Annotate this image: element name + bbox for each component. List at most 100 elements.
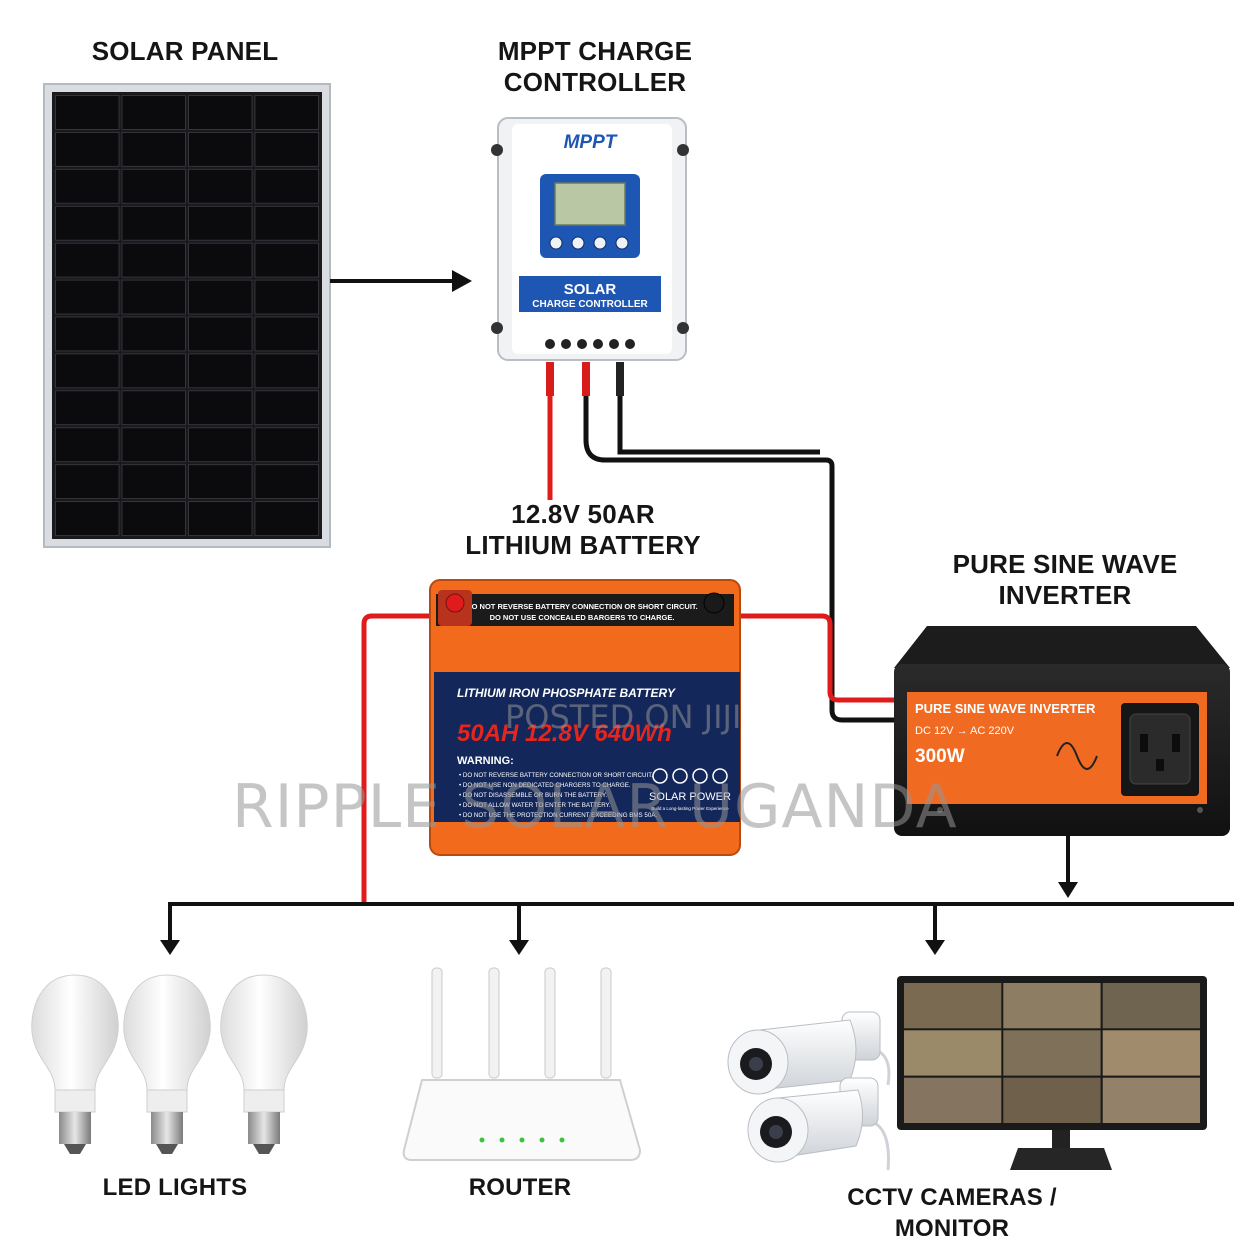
mppt-label-line1: MPPT CHARGE xyxy=(497,36,693,66)
battery-type: LITHIUM IRON PHOSPHATE BATTERY xyxy=(457,686,676,700)
camera-feed-tile xyxy=(1102,983,1200,1029)
solar-panel-label: SOLAR PANEL xyxy=(91,36,279,66)
battery-top-warning-1: DO NOT REVERSE BATTERY CONNECTION OR SHO… xyxy=(466,602,698,611)
camera-feed-tile xyxy=(1102,1077,1200,1123)
solar-cell xyxy=(121,464,186,500)
cctv-camera xyxy=(727,1011,891,1095)
panel-to-controller-arrow xyxy=(330,270,472,292)
solar-cell xyxy=(188,501,253,536)
solar-cell xyxy=(254,353,319,389)
solar-cell xyxy=(121,205,186,241)
battery-warning-4: • DO NOT ALLOW WATER TO ENTER THE BATTER… xyxy=(459,802,611,809)
solar-cell xyxy=(55,390,120,426)
controller-subtitle: CHARGE CONTROLLER xyxy=(532,299,648,310)
solar-cell xyxy=(55,95,120,130)
solar-cell xyxy=(254,390,319,426)
inverter-output-arrow xyxy=(1058,882,1078,898)
solar-cell xyxy=(254,168,319,204)
battery-warning-title: WARNING: xyxy=(457,755,514,767)
solar-cell xyxy=(55,131,120,167)
positive-terminal xyxy=(445,593,465,613)
led-bulb xyxy=(220,974,308,1154)
camera-feed-tile xyxy=(1102,1030,1200,1076)
sine-wave-icon xyxy=(1056,742,1098,770)
camera-feed-tile xyxy=(1003,983,1101,1029)
solar-cell xyxy=(188,316,253,352)
solar-cell xyxy=(55,464,120,500)
camera-feeds xyxy=(904,983,1200,1123)
battery-warning-2: • DO NOT USE NON DEDICATED CHARGERS TO C… xyxy=(459,782,631,789)
camera-feed-tile xyxy=(904,1030,1002,1076)
controller-terminals xyxy=(545,339,635,349)
controller-title: SOLAR xyxy=(564,281,617,298)
inverter-power: 300W xyxy=(915,746,965,767)
solar-cell xyxy=(188,464,253,500)
solar-cell xyxy=(55,242,120,278)
battery-label xyxy=(434,672,740,822)
pure-sine-wave-inverter: PURE SINE WAVE INVERTER DC 12V → AC 220V… xyxy=(894,626,1230,836)
battery-spec: 50AH 12.8V 640Wh xyxy=(457,720,672,747)
solar-cell xyxy=(188,95,253,130)
solar-cell xyxy=(55,168,120,204)
solar-cell xyxy=(55,205,120,241)
led-lights-label: LED LIGHTS xyxy=(102,1174,248,1201)
camera-feed-tile xyxy=(1003,1030,1101,1076)
battery-top-warning-2: DO NOT USE CONCEALED BARGERS TO CHARGE. xyxy=(490,613,675,622)
solar-cell xyxy=(254,316,319,352)
battery-warning-3: • DO NOT DISASSEMBLE OR BURN THE BATTERY… xyxy=(459,792,607,799)
controller-cables xyxy=(546,362,905,723)
lithium-battery: DO NOT REVERSE BATTERY CONNECTION OR SHO… xyxy=(429,579,741,856)
mppt-label: MPPT CHARGE CONTROLLER xyxy=(450,36,740,98)
solar-cell xyxy=(254,131,319,167)
solar-cells xyxy=(55,95,319,536)
battery-to-load-wire xyxy=(361,613,436,904)
controller-brand: MPPT xyxy=(564,132,618,153)
solar-cell xyxy=(254,501,319,536)
negative-terminal xyxy=(703,592,725,614)
solar-cell xyxy=(121,279,186,315)
solar-panel xyxy=(43,83,331,548)
company-watermark: RIPPLE SOLAR UGANDA xyxy=(232,772,958,842)
solar-cell xyxy=(254,95,319,130)
solar-cell xyxy=(188,279,253,315)
solar-cell xyxy=(121,95,186,130)
cctv-camera xyxy=(747,1077,890,1171)
battery-warning-5: • DO NOT USE THE PROTECTION CURRENT EXCE… xyxy=(459,812,657,819)
wifi-router xyxy=(402,967,642,1161)
solar-cell xyxy=(188,168,253,204)
solar-cell xyxy=(254,427,319,463)
controller-buttons xyxy=(549,236,629,250)
inverter-label: PURE SINE WAVE INVERTER xyxy=(920,549,1210,611)
solar-cell xyxy=(55,316,120,352)
led-bulbs xyxy=(31,974,308,1154)
solar-cell xyxy=(188,353,253,389)
mppt-label-line2: CONTROLLER xyxy=(503,67,687,97)
solar-cell xyxy=(121,390,186,426)
solar-cell xyxy=(188,205,253,241)
camera-feed-tile xyxy=(904,1077,1002,1123)
cctv-label: CCTV CAMERAS / MONITOR xyxy=(847,1184,1057,1242)
battery-to-inverter-wire xyxy=(738,613,905,703)
solar-cell xyxy=(188,390,253,426)
mppt-charge-controller: MPPT SOLAR CHARGE CONTROLLER xyxy=(491,117,689,361)
controller-label-band xyxy=(519,276,661,312)
battery-brand-tagline: Build a Long-lasting Power Experience xyxy=(651,806,729,811)
solar-cell xyxy=(254,205,319,241)
battery-label-title: 12.8V 50AR LITHIUM BATTERY xyxy=(430,499,736,561)
solar-cell xyxy=(254,279,319,315)
solar-cell xyxy=(121,242,186,278)
led-bulb xyxy=(31,974,119,1154)
solar-cell xyxy=(121,353,186,389)
inverter-label-line2: INVERTER xyxy=(998,580,1132,610)
load-bus xyxy=(160,902,1234,955)
inverter-label-line1: PURE SINE WAVE xyxy=(952,549,1178,579)
battery-warning-1: • DO NOT REVERSE BATTERY CONNECTION OR S… xyxy=(459,772,653,779)
battery-brand: SOLAR POWER xyxy=(649,791,731,803)
controller-lcd-screen xyxy=(554,182,626,226)
solar-cell xyxy=(55,427,120,463)
solar-cell xyxy=(55,501,120,536)
jiji-watermark: POSTED ON JIJI xyxy=(505,698,742,736)
battery-label-line1: 12.8V 50AR xyxy=(511,499,655,529)
cctv-monitor xyxy=(897,976,1207,1170)
